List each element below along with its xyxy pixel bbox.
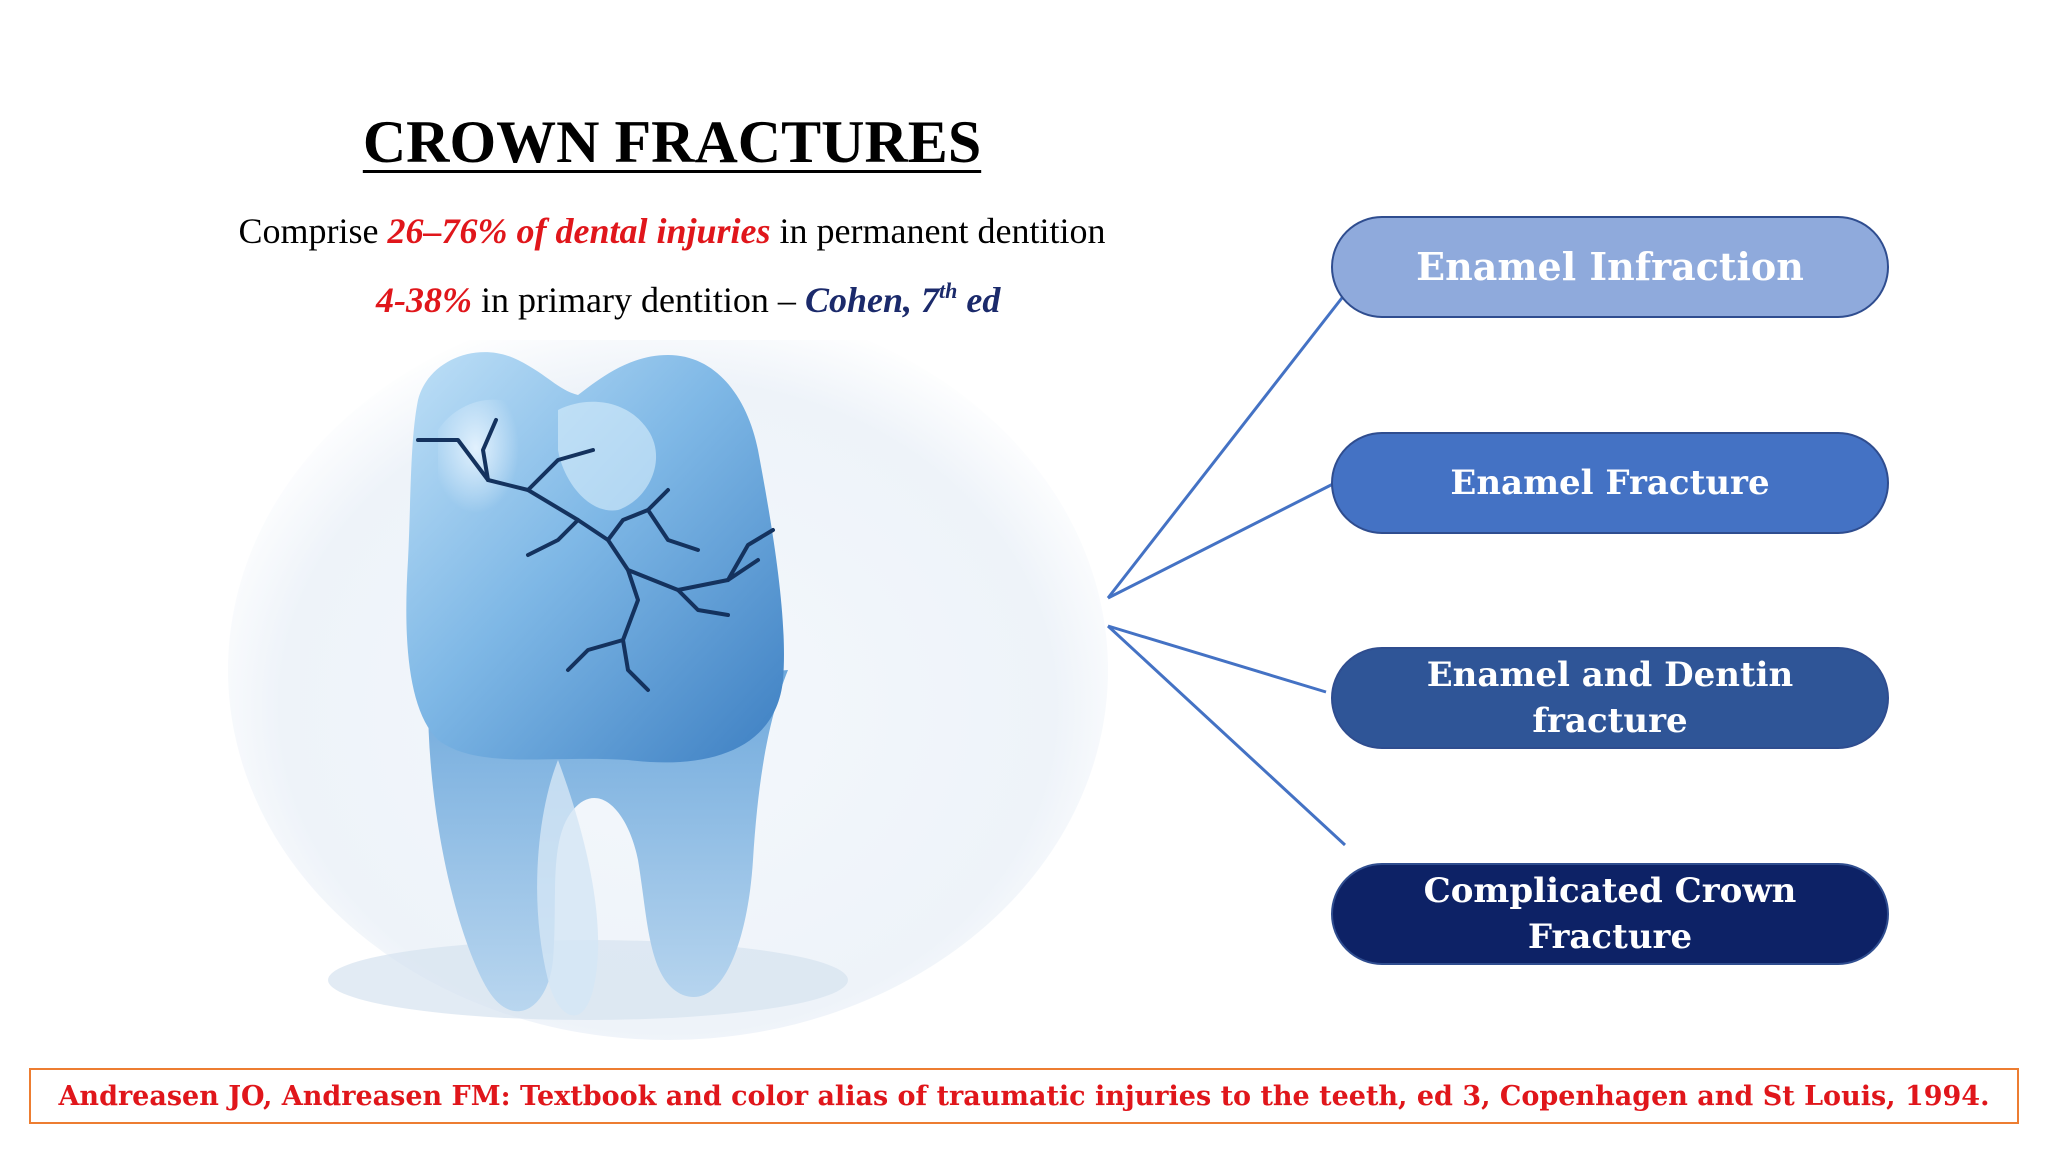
reference-cohen: Cohen, 7th ed — [805, 280, 1000, 320]
statistic-highlight-permanent: 26–76% of dental injuries — [388, 211, 771, 251]
reference-cohen-sup: th — [939, 278, 957, 303]
statistic-highlight-primary: 4-38% — [376, 280, 472, 320]
citation-box: Andreasen JO, Andreasen FM: Textbook and… — [29, 1068, 2019, 1124]
connector-line-enamel — [1108, 484, 1333, 598]
category-enamel-fracture: Enamel Fracture — [1331, 432, 1889, 534]
category-enamel-infraction: Enamel Infraction — [1331, 216, 1889, 318]
reference-cohen-main: Cohen, 7 — [805, 280, 939, 320]
connector-line-dentin — [1108, 626, 1326, 692]
connector-line-complicated — [1108, 626, 1345, 845]
category-complicated-crown-fracture: Complicated Crown Fracture — [1331, 863, 1889, 965]
statistic-suffix: in permanent dentition — [771, 211, 1106, 251]
citation-text: Andreasen JO, Andreasen FM: Textbook and… — [58, 1081, 1989, 1112]
slide-title: CROWN FRACTURES — [0, 108, 1344, 177]
statistic-prefix: Comprise — [239, 211, 388, 251]
statistic-line-permanent: Comprise 26–76% of dental injuries in pe… — [0, 210, 1344, 252]
statistic-line-primary: 4-38% in primary dentition – Cohen, 7th … — [376, 279, 1000, 321]
cracked-tooth-icon — [228, 340, 1108, 1040]
category-enamel-dentin-fracture: Enamel and Dentin fracture — [1331, 647, 1889, 749]
connector-line-infraction — [1108, 294, 1345, 598]
statistic-primary-text: in primary dentition – — [472, 280, 805, 320]
reference-cohen-end: ed — [957, 280, 1000, 320]
